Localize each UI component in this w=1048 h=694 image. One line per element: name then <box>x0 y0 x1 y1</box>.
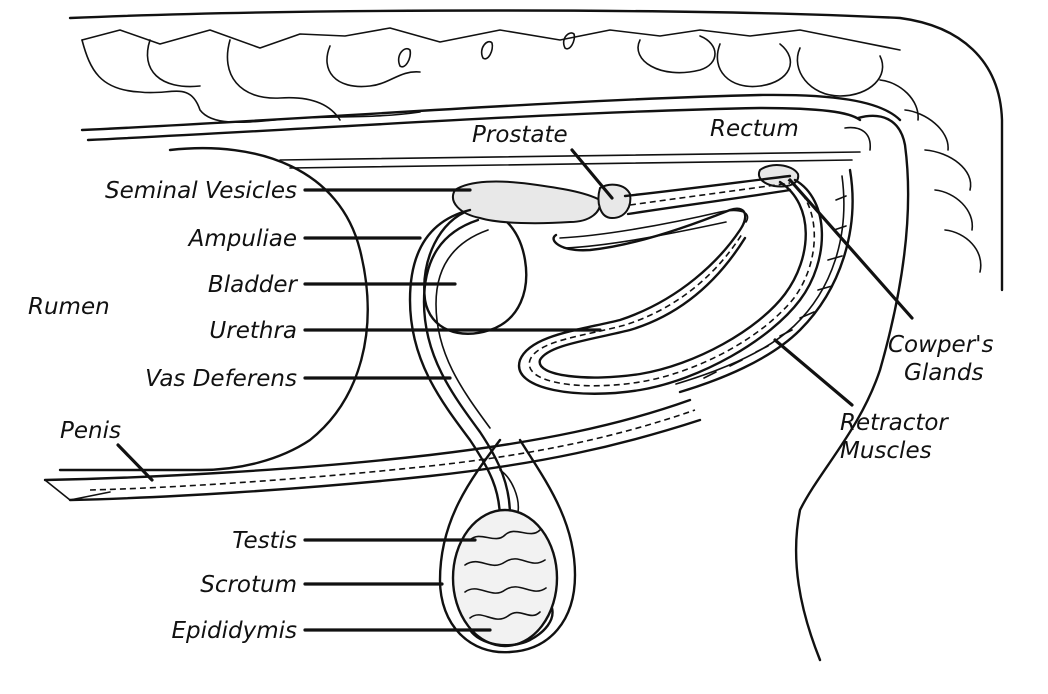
testis-shape <box>451 508 559 648</box>
scrotum-outline <box>438 438 577 654</box>
label-muscles: Muscles <box>840 438 932 464</box>
spine <box>68 9 1004 292</box>
epididymis-shape <box>468 606 554 647</box>
leader-penis <box>116 443 154 482</box>
label-penis: Penis <box>60 418 121 444</box>
anatomy-illustration <box>43 9 1004 662</box>
rumen-outline <box>58 146 369 472</box>
label-bladder: Bladder <box>208 272 299 298</box>
label-testis: Testis <box>232 528 297 554</box>
label-vas-deferens: Vas Deferens <box>145 366 297 392</box>
retractor-muscles-band <box>678 168 854 394</box>
label-seminal-vesicles: Seminal Vesicles <box>105 178 297 204</box>
seminal-vesicles-shape <box>452 180 602 225</box>
leader-retractor-muscles <box>773 338 854 407</box>
leader-lines <box>116 148 914 632</box>
label-retractor: Retractor <box>840 410 949 436</box>
label-glands: Glands <box>904 360 983 386</box>
vas-deferens-outline <box>408 208 502 522</box>
label-ampuliae: Ampuliae <box>187 226 297 252</box>
label-cowpers: Cowper's <box>888 332 993 358</box>
labels: Seminal Vesicles Ampuliae Bladder Rumen … <box>28 116 993 644</box>
label-epididymis: Epididymis <box>171 618 297 644</box>
leader-prostate <box>570 148 614 200</box>
label-urethra: Urethra <box>209 318 297 344</box>
label-prostate: Prostate <box>472 122 568 148</box>
label-rectum: Rectum <box>710 116 799 142</box>
leader-cowpers-glands <box>788 178 914 320</box>
rectum-outline <box>794 114 910 662</box>
bladder-outline <box>423 208 528 335</box>
label-scrotum: Scrotum <box>200 572 297 598</box>
label-rumen: Rumen <box>28 294 110 320</box>
